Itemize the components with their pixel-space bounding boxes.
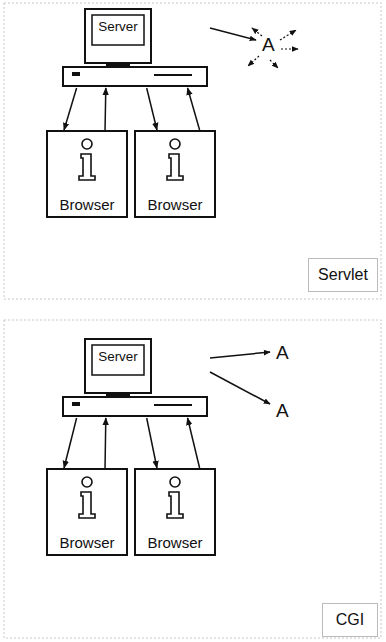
thread-arrows [248,28,298,68]
request-connector [188,88,200,130]
process-label: A [276,400,289,422]
request-arrow [210,372,270,404]
browser-page: Browser [46,130,128,218]
request-connector [64,88,77,130]
caption-box: CGI [322,603,378,637]
server-computer: Server [62,8,208,88]
node-label: Server [92,19,144,34]
request-connector [147,88,157,130]
request-arrow [210,352,270,358]
request-connector [147,418,157,468]
node-label: Server [92,349,144,364]
panel-title: Servlet [318,266,368,284]
request-connector [64,418,77,468]
panel-title: CGI [336,611,364,629]
node-label: Browser [147,534,202,554]
caption-box: Servlet [308,258,378,292]
server-computer: Server [62,338,208,418]
request-arrow [210,28,256,40]
node-label: Browser [59,196,114,216]
browser-page: Browser [46,468,128,556]
browser-page: Browser [134,468,216,556]
node-label: Browser [147,196,202,216]
node-label: Browser [59,534,114,554]
request-connector [104,88,106,130]
process-label: A [276,342,289,364]
request-connector [104,418,106,468]
process-label: A [262,34,275,56]
browser-page: Browser [134,130,216,218]
panel-frame [4,320,381,638]
request-connector [188,418,200,468]
panel-frame [4,3,381,299]
